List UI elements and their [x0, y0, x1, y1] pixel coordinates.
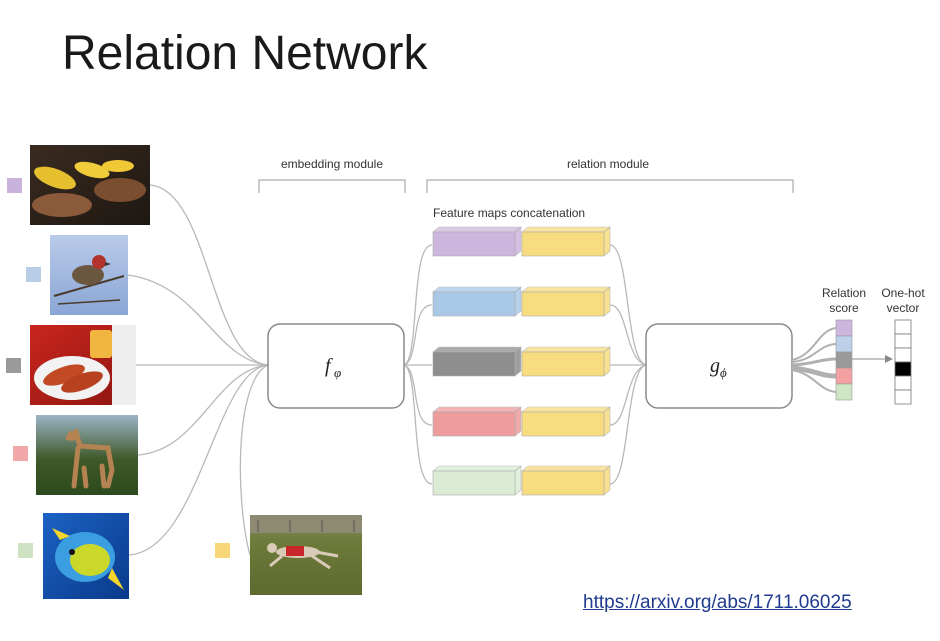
- relation-score-cell-5: [835, 383, 853, 401]
- running-dog-photo: [250, 515, 362, 595]
- relation-module-box: g ϕ: [645, 323, 793, 409]
- relation-score-label-2: score: [829, 301, 859, 315]
- relation-bracket: [426, 179, 794, 193]
- onehot-cell-6: [894, 389, 912, 405]
- query-tag: [215, 543, 230, 558]
- onehot-cell-2: [894, 333, 912, 349]
- support-tag-2: [26, 267, 41, 282]
- query-feature-map-4: [521, 406, 611, 437]
- embedding-module-box: f φ: [267, 323, 405, 409]
- support-tag-1: [7, 178, 22, 193]
- feature-connectors: [403, 244, 647, 485]
- query-feature-map-5: [521, 465, 611, 496]
- fish-photo: [43, 513, 129, 599]
- onehot-cell-4: [894, 361, 912, 377]
- support-feature-map-5: [432, 465, 522, 496]
- support-feature-map-3: [432, 346, 522, 377]
- feature-maps: [432, 226, 611, 496]
- relation-score-cell-3: [835, 351, 853, 369]
- support-feature-map-4: [432, 406, 522, 437]
- support-feature-map-1: [432, 226, 522, 257]
- embedding-bracket: [258, 179, 406, 193]
- concat-label: Feature maps concatenation: [433, 206, 585, 220]
- score-connectors: [791, 327, 837, 393]
- onehot-cell-3: [894, 347, 912, 363]
- relation-score-cell-1: [835, 319, 853, 337]
- support-tag-5: [18, 543, 33, 558]
- onehot-label-2: vector: [887, 301, 920, 315]
- class-tags: [6, 178, 230, 558]
- onehot-vector-column: [894, 319, 912, 405]
- arxiv-link[interactable]: https://arxiv.org/abs/1711.06025: [583, 592, 852, 613]
- support-feature-map-2: [432, 286, 522, 317]
- relation-score-cell-2: [835, 335, 853, 353]
- query-feature-map-1: [521, 226, 611, 257]
- embedding-module-label: embedding module: [281, 157, 383, 171]
- relation-score-cell-4: [835, 367, 853, 385]
- input-connectors: [127, 184, 269, 556]
- onehot-label-1: One-hot: [881, 286, 925, 300]
- slide-title: Relation Network: [62, 27, 428, 80]
- hotdog-photo: [30, 325, 136, 405]
- g-symbol: g: [710, 355, 720, 377]
- relation-score-column: [835, 319, 853, 401]
- query-feature-map-3: [521, 346, 611, 377]
- f-symbol: f: [325, 355, 333, 377]
- support-tag-4: [13, 446, 28, 461]
- dog-photo: [36, 415, 138, 495]
- f-subscript: φ: [334, 365, 341, 380]
- relation-score-label-1: Relation: [822, 286, 866, 300]
- query-feature-map-2: [521, 286, 611, 317]
- support-tag-3: [6, 358, 21, 373]
- g-subscript: ϕ: [720, 365, 727, 380]
- grilled-food-photo: [30, 145, 150, 225]
- relation-module-label: relation module: [567, 157, 649, 171]
- bird-photo: [50, 235, 128, 315]
- onehot-cell-5: [894, 375, 912, 391]
- onehot-cell-1: [894, 319, 912, 335]
